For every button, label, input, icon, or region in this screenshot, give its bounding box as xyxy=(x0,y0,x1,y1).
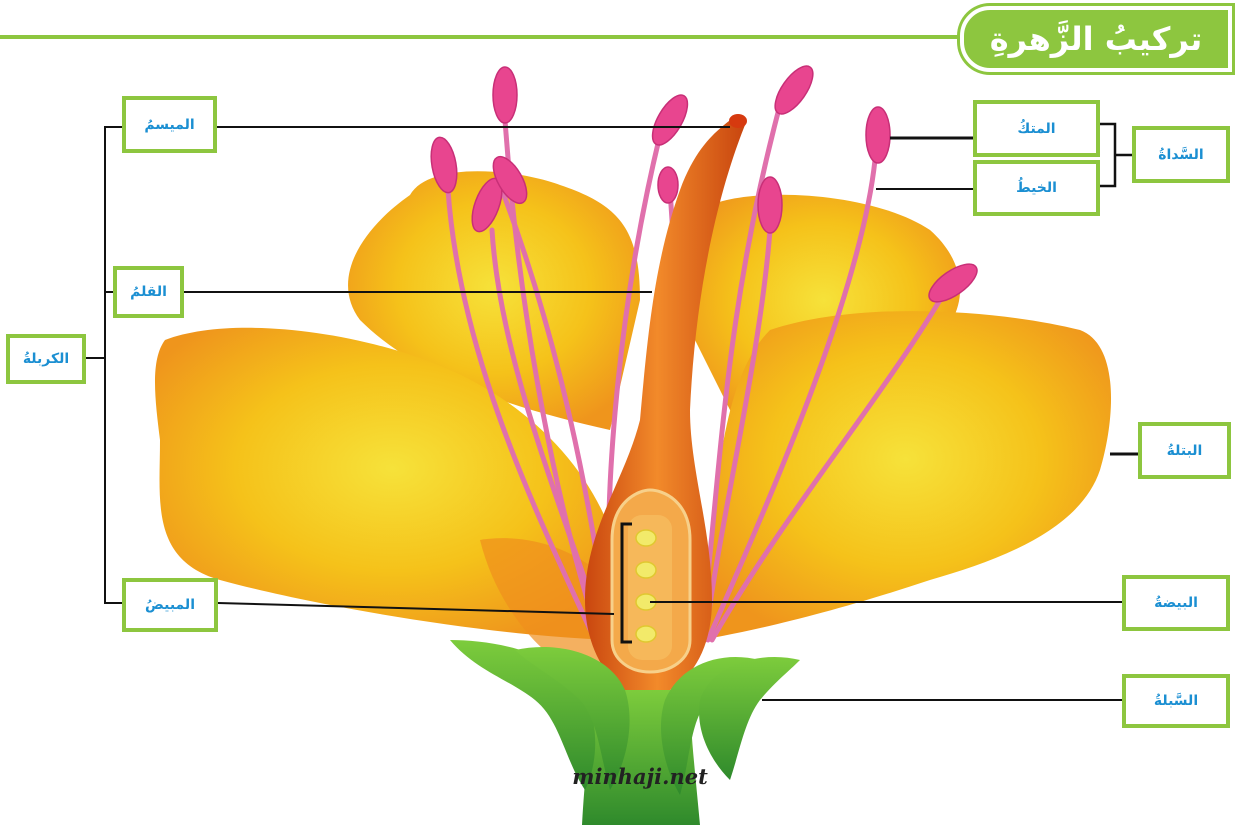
label-filament: الخيطُ xyxy=(973,160,1100,216)
watermark: minhaji.net xyxy=(560,764,720,794)
label-style: القلمُ xyxy=(113,266,184,318)
label-stamen: السَّداةُ xyxy=(1132,126,1230,183)
stigma-tip xyxy=(729,114,747,128)
label-anther: المتكُ xyxy=(973,100,1100,157)
label-ovule: البيضةُ xyxy=(1122,575,1230,631)
right-petal xyxy=(700,311,1111,640)
label-sepal: السَّبلةُ xyxy=(1122,674,1230,728)
page-title: تركيبُ الزَّهرةِ xyxy=(960,6,1232,72)
label-pistil: الكربلةُ xyxy=(6,334,86,384)
label-ovary: المبيضُ xyxy=(122,578,218,632)
label-petal: البتلةُ xyxy=(1138,422,1231,479)
label-stigma: الميسمُ xyxy=(122,96,217,153)
